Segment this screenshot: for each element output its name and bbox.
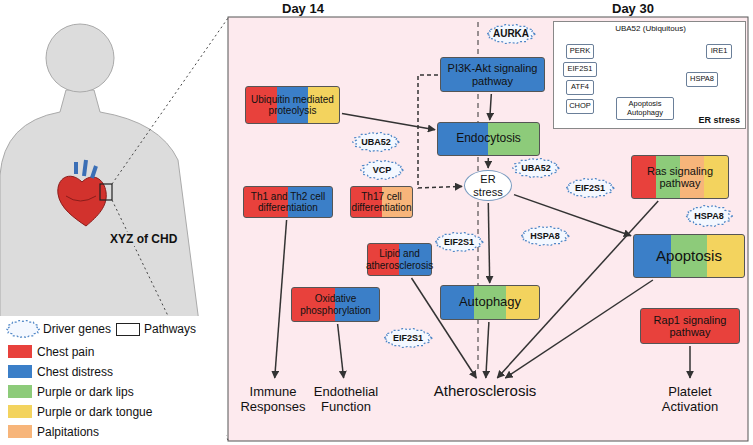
node-text: Autophagy [459, 295, 521, 310]
node-text: Th17 cell differentiation [352, 191, 412, 213]
node-text: Lipid and atherosclerosis [366, 248, 433, 270]
outcome-label: Atherosclerosis [420, 380, 550, 403]
legend-text: Pathways [144, 322, 196, 336]
node-text: Oxidative phosphorylation [296, 293, 375, 315]
legend-swatch [8, 385, 32, 398]
connector-arrow [275, 220, 287, 378]
node-text: VCP [373, 165, 392, 175]
pathway-box: Th17 cell differentiation [350, 186, 413, 218]
legend-text: Palpitations [37, 425, 99, 439]
driver-gene-star: EIF2S1 [565, 178, 615, 198]
pathway-box: Lipid and atherosclerosis [367, 243, 432, 276]
connector-arrow [490, 94, 492, 120]
node-text: UBA52 [361, 137, 391, 147]
heart-icon [58, 160, 106, 226]
connector-arrow [689, 346, 691, 378]
pathway-step-box: EIF2S1 [563, 62, 597, 77]
node-text: HSPA8 [694, 211, 723, 221]
connector-arrow [488, 203, 489, 283]
node-text: PERK [570, 47, 590, 55]
legend-text: Chest pain [37, 345, 94, 359]
pathway-box: PI3K-Akt signaling pathway [440, 57, 545, 92]
outcome-label: Endothelial Function [310, 380, 382, 420]
legend-text: Chest distress [37, 365, 113, 379]
day-label: Day 14 [282, 1, 324, 16]
pathway-box: Ubiquitin mediated proteolysis [245, 86, 340, 124]
outcome-label: Immune Responses [236, 380, 310, 420]
driver-gene-star: HSPA8 [520, 226, 570, 246]
pathway-box: Autophagy [440, 285, 540, 320]
node-text: UBA52 (Ubiquitous) [584, 25, 717, 34]
er-stress-ellipse: ER stress [464, 170, 512, 201]
legend-box-sample [116, 323, 140, 336]
pathway-box: Apoptosis [633, 234, 745, 278]
connector-arrow [487, 158, 489, 168]
pathway-step-box: Apoptosis Autophagy [616, 97, 674, 120]
legend-text: Purple or dark tongue [37, 405, 152, 419]
node-text: ER stress [465, 173, 511, 198]
node-text: PI3K-Akt signaling pathway [445, 62, 540, 87]
node-text: Apoptosis [656, 248, 722, 265]
node-text: Ubiquitin mediated proteolysis [250, 94, 335, 116]
zoom-box [100, 184, 112, 200]
legend-swatch [8, 365, 32, 378]
human-head [46, 24, 114, 92]
outcome-label: Platelet Activation [640, 380, 740, 420]
node-text: EIF2S1 [575, 183, 605, 193]
legend-swatch [8, 425, 32, 438]
driver-gene-star: HSPA8 [685, 205, 733, 227]
node-text: UBA52 [521, 163, 551, 173]
node-text: IRE1 [711, 47, 728, 55]
figure-label: XYZ of CHD [108, 232, 179, 246]
node-text: Th1 and Th2 cell differentiation [248, 191, 328, 213]
pathway-box: Oxidative phosphorylation [291, 287, 380, 322]
pathway-step-box: PERK [566, 44, 594, 59]
pathway-step-box: HSPA8 [686, 72, 718, 87]
connector-arrow [342, 114, 435, 130]
day-panel [228, 17, 748, 441]
node-text: Platelet Activation [640, 385, 740, 414]
pathway-step-box: CHOP [566, 99, 594, 114]
legend-star-sample [6, 320, 40, 338]
legend-swatch [8, 345, 32, 358]
node-text: CHOP [569, 102, 591, 110]
node-text: EIF2S1 [393, 333, 423, 343]
node-text: Rap1 signaling pathway [645, 314, 735, 339]
pathway-box: Ras signaling pathway [631, 155, 729, 199]
node-text: Endothelial Function [310, 385, 382, 414]
node-text: Endocytosis [456, 132, 521, 145]
node-text: Atherosclerosis [434, 383, 537, 400]
pathway-step-box: IRE1 [706, 44, 732, 59]
node-text: EIF2S1 [444, 237, 474, 247]
driver-gene-star: EIF2S1 [383, 328, 433, 348]
legend-swatch [8, 405, 32, 418]
pathway-box: Rap1 signaling pathway [640, 308, 740, 344]
driver-gene-star: UBA52 [352, 132, 400, 152]
node-text: ER stress [698, 115, 740, 125]
connector-arrow [486, 322, 489, 378]
legend-ground [0, 316, 226, 445]
zoom-line [112, 18, 228, 184]
pathway-box: Th1 and Th2 cell differentiation [243, 186, 333, 218]
connector-arrow [338, 324, 344, 378]
driver-gene-star: UBA52 [512, 158, 560, 178]
day-label: Day 30 [612, 1, 654, 16]
driver-gene-star: AURKA [486, 24, 536, 44]
node-text: HSPA8 [690, 75, 714, 83]
star-outline [6, 320, 40, 338]
node-text: AURKA [493, 28, 529, 39]
pathway-box: Endocytosis [437, 122, 540, 156]
driver-gene-star: EIF2S1 [434, 232, 484, 252]
node-text: Apoptosis Autophagy [618, 100, 672, 117]
node-text: HSPA8 [530, 231, 559, 241]
pathway-step-box: ATF4 [566, 80, 594, 95]
node-text: Ras signaling pathway [636, 165, 724, 190]
driver-gene-star: VCP [360, 160, 404, 180]
er-stress-inset: UBA52 (Ubiquitous) ER stress PERK IRE1EIF2S… [553, 21, 746, 129]
node-text: ATF4 [571, 83, 589, 91]
legend-text: Purple or dark lips [37, 385, 134, 399]
node-text: EIF2S1 [567, 65, 592, 73]
node-text: Immune Responses [236, 385, 310, 414]
legend-text: Driver genes [43, 322, 111, 336]
